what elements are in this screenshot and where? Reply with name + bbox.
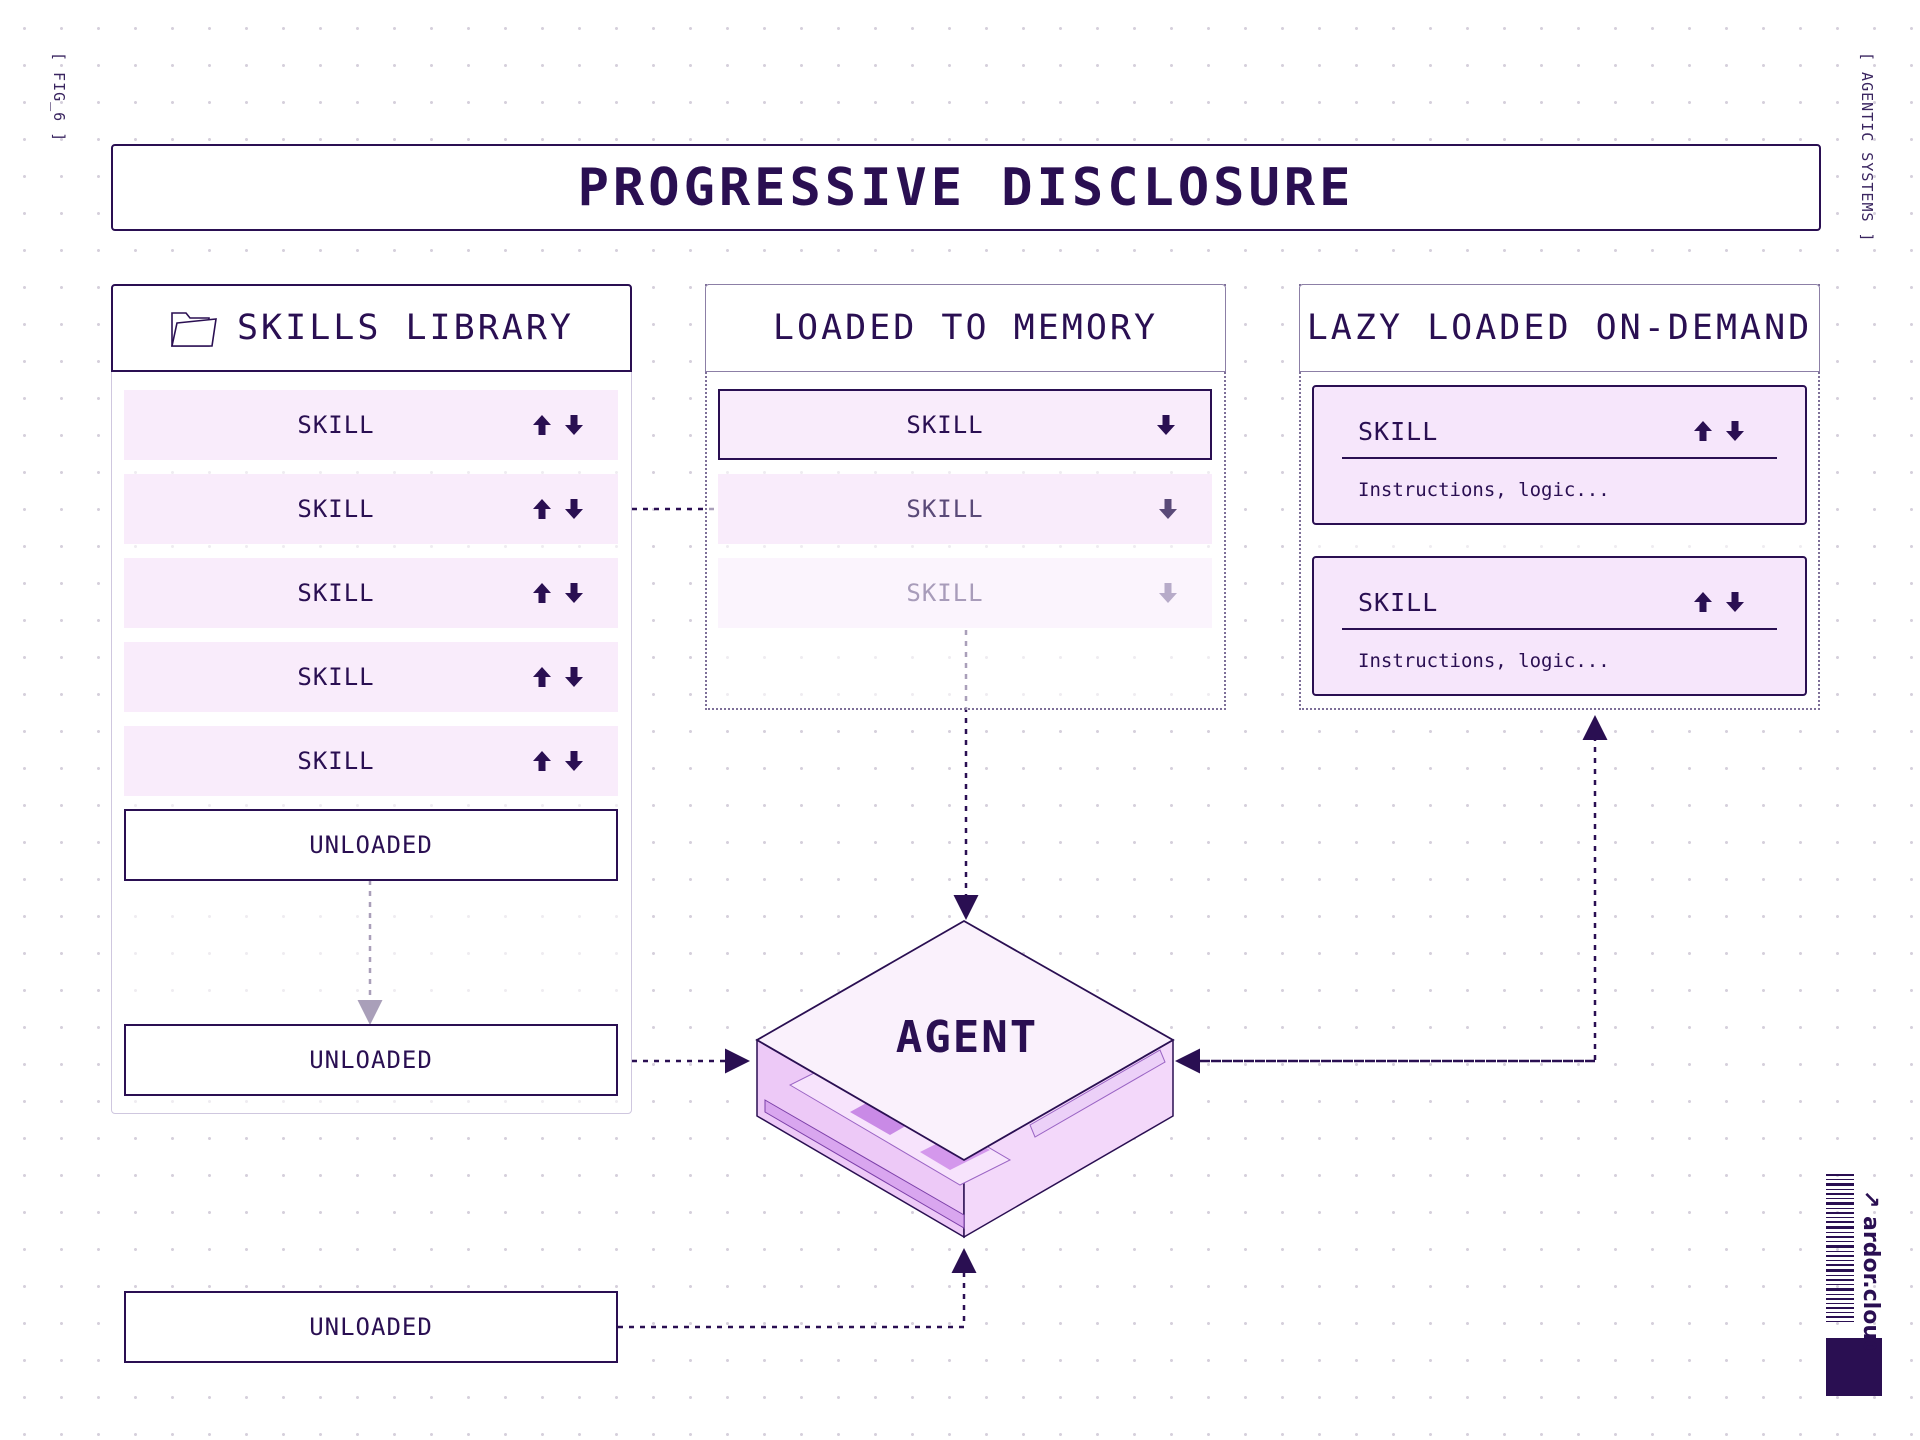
figure-label: [ FIG_6 ]: [50, 52, 68, 143]
skill-label: SKILL: [906, 579, 984, 607]
memory-skill-row-faded[interactable]: SKILL: [718, 558, 1212, 628]
barcode: [1826, 1174, 1854, 1322]
lazy-skill-card[interactable]: SKILL Instructions, logic...: [1312, 556, 1807, 696]
arrow-up-icon[interactable]: [532, 666, 552, 688]
external-link-icon: ↗: [1858, 1190, 1883, 1209]
folder-icon: [170, 312, 217, 347]
card-divider: [1342, 457, 1777, 459]
arrow-down-icon[interactable]: [1725, 420, 1745, 442]
card-divider: [1342, 628, 1777, 630]
skill-label: SKILL: [906, 410, 984, 439]
arrow-bottom-unloaded-to-agent: [618, 1248, 977, 1329]
lazy-skill-card[interactable]: SKILL Instructions, logic...: [1312, 385, 1807, 525]
arrow-down-icon[interactable]: [1725, 591, 1745, 613]
arrow-up-icon[interactable]: [532, 750, 552, 772]
arrow-up-icon[interactable]: [1693, 591, 1713, 613]
unloaded-label: UNLOADED: [309, 1313, 433, 1341]
skill-label: SKILL: [297, 579, 375, 607]
skill-label: SKILL: [906, 495, 984, 523]
arrow-down-icon[interactable]: [1158, 582, 1178, 604]
skill-label: SKILL: [1358, 588, 1439, 617]
diagram-title: PROGRESSIVE DISCLOSURE: [577, 157, 1355, 218]
lazy-title: LAZY LOADED ON-DEMAND: [1306, 308, 1813, 348]
unloaded-slot[interactable]: UNLOADED: [124, 809, 618, 881]
arrow-down-icon[interactable]: [564, 582, 584, 604]
unloaded-label: UNLOADED: [309, 831, 433, 859]
arrow-down-icon[interactable]: [564, 498, 584, 520]
library-skill-row[interactable]: SKILL: [124, 642, 618, 712]
memory-header: LOADED TO MEMORY: [705, 284, 1226, 372]
arrow-down-icon[interactable]: [1156, 414, 1176, 436]
memory-skill-row[interactable]: SKILL: [718, 474, 1212, 544]
memory-skill-row[interactable]: SKILL: [718, 389, 1212, 460]
skill-description: Instructions, logic...: [1358, 650, 1610, 672]
unloaded-label: UNLOADED: [309, 1046, 433, 1074]
arrow-down-icon[interactable]: [1158, 498, 1178, 520]
lazy-header: LAZY LOADED ON-DEMAND: [1299, 284, 1820, 372]
arrow-down-icon[interactable]: [564, 666, 584, 688]
arrow-down-icon[interactable]: [564, 414, 584, 436]
agent-block: [755, 919, 1175, 1239]
arrow-up-icon[interactable]: [1693, 420, 1713, 442]
arrow-up-icon[interactable]: [532, 498, 552, 520]
arrow-agent-to-lazy: [1178, 715, 1608, 1063]
brand-name: ardor.cloud: [1858, 1216, 1883, 1357]
skills-library-header: SKILLS LIBRARY: [111, 284, 632, 372]
skill-label: SKILL: [297, 663, 375, 691]
arrow-up-icon[interactable]: [532, 582, 552, 604]
memory-title: LOADED TO MEMORY: [772, 308, 1159, 348]
section-label: [ AGENTIC SYSTEMS ]: [1858, 52, 1876, 243]
skill-description: Instructions, logic...: [1358, 479, 1610, 501]
diagram-title-box: PROGRESSIVE DISCLOSURE: [111, 144, 1821, 231]
arrow-down-icon[interactable]: [564, 750, 584, 772]
bottom-unloaded-slot[interactable]: UNLOADED: [124, 1291, 618, 1363]
skill-label: SKILL: [1358, 417, 1439, 446]
library-skill-row[interactable]: SKILL: [124, 474, 618, 544]
library-skill-row[interactable]: SKILL: [124, 726, 618, 796]
skill-label: SKILL: [297, 495, 375, 523]
arrow-up-icon[interactable]: [532, 414, 552, 436]
library-skill-row[interactable]: SKILL: [124, 558, 618, 628]
brand-logo[interactable]: ↗ ardor.cloud: [1858, 1190, 1883, 1356]
skill-label: SKILL: [297, 747, 375, 775]
agent-label: AGENT: [895, 1012, 1039, 1063]
library-skill-row[interactable]: SKILL: [124, 390, 618, 460]
skills-library-title: SKILLS LIBRARY: [236, 308, 574, 348]
unloaded-slot[interactable]: UNLOADED: [124, 1024, 618, 1096]
brand-square: [1826, 1338, 1882, 1396]
skill-label: SKILL: [297, 411, 375, 439]
